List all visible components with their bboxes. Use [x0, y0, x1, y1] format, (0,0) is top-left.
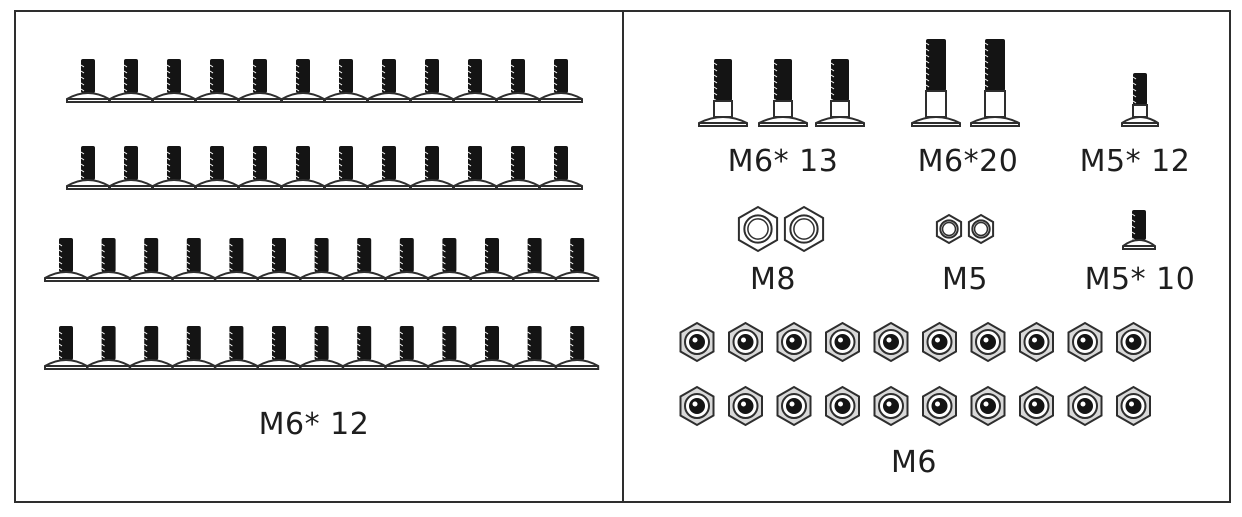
m6x12-screw-icon: [109, 146, 153, 190]
m6x12-screw-icon: [257, 238, 301, 282]
m6x12-screw-icon: [299, 238, 344, 282]
m6x12-screw-icon: [453, 146, 497, 190]
m6x12-screw-icon: [384, 238, 429, 282]
m6x12-screw-icon: [238, 146, 282, 190]
m6x12-screw-icon: [281, 146, 325, 190]
m6x12-screw-icon: [367, 59, 411, 103]
m6x12-screw-icon: [214, 238, 259, 282]
m6-lock-nut-icon: [776, 321, 812, 363]
m8-nut-icon: [783, 205, 825, 253]
m6-lock-nut-icon: [1067, 321, 1103, 363]
m5-nut-icon: [967, 213, 995, 245]
m6x12-screw-icon: [195, 146, 239, 190]
m6x12-screw-icon: [342, 238, 387, 282]
m6x12-screw-icon: [86, 238, 131, 282]
m6x12-screw-icon: [496, 59, 540, 103]
m6x12-screw-icon: [171, 326, 216, 370]
label-m8: M8: [750, 262, 796, 297]
m6x12-screw-icon: [496, 146, 540, 190]
m6x12-screw-icon: [238, 59, 282, 103]
m6x12-screw-icon: [342, 326, 387, 370]
m6-lock-nut-icon: [728, 385, 763, 427]
m6x12-screw-icon: [214, 326, 259, 370]
m6x12-screw-icon: [86, 326, 131, 370]
label-m6x12: M6* 12: [258, 407, 370, 442]
m6-lock-nut-icon: [679, 385, 715, 427]
m6-lock-nut-icon: [970, 321, 1006, 363]
m6-lock-nut-icon: [873, 321, 909, 363]
m6x12-screw-icon: [367, 146, 411, 190]
m6x12-screw-icon: [410, 59, 454, 103]
m6x12-screw-icon: [539, 146, 583, 190]
m6x12-screw-icon: [512, 238, 557, 282]
m6x12-screw-icon: [470, 326, 514, 370]
m6x12-screw-icon: [324, 146, 368, 190]
m6x12-screw-icon: [427, 326, 472, 370]
m6x13-screw-icon: [815, 59, 865, 127]
m6-lock-nut-icon: [1116, 385, 1151, 427]
m6x12-screw-icon: [129, 238, 174, 282]
m6x12-screw-icon: [555, 238, 600, 282]
label-m5: M5: [942, 262, 988, 297]
m6x20-screw-icon: [911, 39, 961, 127]
m6-lock-nut-icon: [873, 385, 909, 427]
m5-nut-icon: [935, 213, 963, 245]
m6x12-screw-icon: [129, 326, 174, 370]
m6x12-screw-icon: [44, 326, 88, 370]
m8-nut-icon: [737, 205, 779, 253]
label-m6x20: M6*20: [917, 144, 1019, 179]
m6x12-screw-icon: [281, 59, 325, 103]
panel-divider: [622, 10, 624, 503]
m5x12-screw-icon: [1121, 73, 1159, 127]
m6-lock-nut-icon: [1019, 321, 1054, 363]
m6x12-screw-icon: [195, 59, 239, 103]
m6x12-screw-icon: [257, 326, 301, 370]
m6-lock-nut-icon: [1116, 321, 1151, 363]
m6x12-screw-icon: [384, 326, 429, 370]
m6x12-screw-icon: [66, 59, 110, 103]
m6-lock-nut-icon: [728, 321, 763, 363]
m6x12-screw-icon: [470, 238, 514, 282]
m6-lock-nut-icon: [1067, 385, 1103, 427]
m6x13-screw-icon: [698, 59, 748, 127]
m6-lock-nut-icon: [922, 321, 957, 363]
label-m6x13: M6* 13: [727, 144, 839, 179]
m6-lock-nut-icon: [922, 385, 957, 427]
m6x12-screw-icon: [324, 59, 368, 103]
label-m5x12: M5* 12: [1079, 144, 1191, 179]
m6x12-screw-icon: [299, 326, 344, 370]
m6x13-screw-icon: [758, 59, 808, 127]
m6x12-screw-icon: [66, 146, 110, 190]
label-m5x10: M5* 10: [1084, 262, 1196, 297]
m6-lock-nut-icon: [776, 385, 812, 427]
m6-lock-nut-icon: [1019, 385, 1054, 427]
m5x10-screw-icon: [1122, 210, 1156, 250]
m6x12-screw-icon: [109, 59, 153, 103]
m6x12-screw-icon: [555, 326, 600, 370]
m6x12-screw-icon: [152, 59, 196, 103]
m6x12-screw-icon: [427, 238, 472, 282]
m6x12-screw-icon: [453, 59, 497, 103]
m6x12-screw-icon: [410, 146, 454, 190]
m6x12-screw-icon: [152, 146, 196, 190]
m6-lock-nut-icon: [679, 321, 715, 363]
label-m6: M6: [891, 445, 937, 480]
m6x12-screw-icon: [171, 238, 216, 282]
m6x12-screw-icon: [44, 238, 88, 282]
m6-lock-nut-icon: [825, 385, 860, 427]
m6x20-screw-icon: [970, 39, 1020, 127]
m6x12-screw-icon: [512, 326, 557, 370]
m6x12-screw-icon: [539, 59, 583, 103]
m6-lock-nut-icon: [825, 321, 860, 363]
m6-lock-nut-icon: [970, 385, 1006, 427]
